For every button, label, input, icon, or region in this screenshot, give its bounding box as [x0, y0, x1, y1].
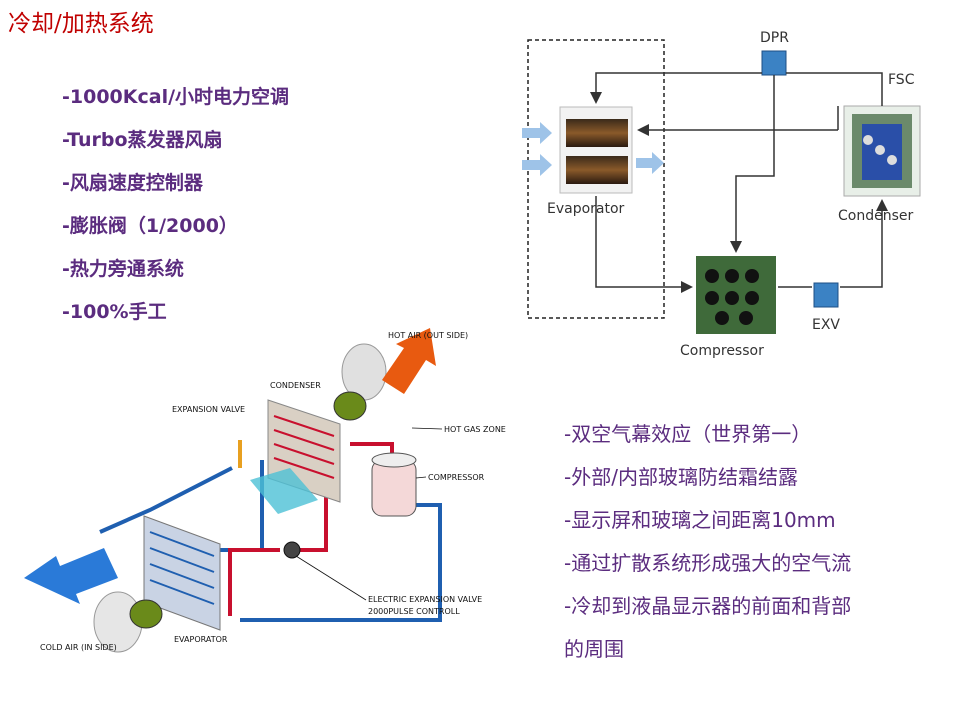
condenser-icon: [843, 105, 921, 197]
hot-air-arrow-icon: [382, 328, 436, 394]
electric-valve-text-2: 2000PULSE CONTROLL: [368, 607, 460, 616]
feature-item: -膨胀阀（1/2000）: [62, 215, 238, 237]
cold-air-label: COLD AIR (IN SIDE): [40, 643, 117, 652]
evaporator-enclosure: [527, 39, 665, 319]
feature-item: -Turbo蒸发器风扇: [62, 129, 223, 151]
exv-valve-icon: [813, 282, 839, 308]
feature-item: 的周围: [564, 637, 624, 661]
feature-item: -风扇速度控制器: [62, 172, 203, 194]
evaporator-fan-icon: [93, 591, 163, 653]
evaporator-icon: [522, 106, 664, 194]
compressor-text: COMPRESSOR: [428, 473, 485, 482]
compressor-label: Compressor: [680, 343, 764, 359]
feature-item: -100%手工: [62, 301, 167, 323]
hot-gas-zone-text: HOT GAS ZONE: [444, 425, 506, 434]
electric-expansion-valve-icon: [283, 541, 301, 559]
feature-item: -通过扩散系统形成强大的空气流: [564, 551, 852, 575]
feature-list-left: -1000Kcal/小时电力空调 -Turbo蒸发器风扇 -风扇速度控制器 -膨…: [62, 82, 289, 340]
evaporator-label: Evaporator: [547, 201, 625, 217]
feature-list-right: -双空气幕效应（世界第一） -外部/内部玻璃防结霜结露 -显示屏和玻璃之间距离1…: [564, 418, 851, 676]
callout-lines: [295, 427, 443, 601]
expansion-valve-text: EXPANSION VALVE: [172, 405, 245, 414]
compressor-icon: [696, 256, 776, 334]
refrigerant-pipes: [99, 440, 442, 622]
dpr-label: DPR: [760, 30, 789, 46]
dpr-valve-icon: [761, 50, 787, 76]
hot-air-label: HOT AIR (OUT SIDE): [388, 331, 468, 340]
cold-air-arrow-icon: [24, 548, 118, 604]
feature-item: -1000Kcal/小时电力空调: [62, 86, 290, 108]
condenser-label: Condenser: [838, 208, 913, 224]
feature-item: -显示屏和玻璃之间距离10mm: [564, 508, 836, 532]
evaporator-text: EVAPORATOR: [174, 635, 228, 644]
evaporator-coil-icon: [143, 515, 221, 631]
condenser-coil-icon: [250, 399, 341, 514]
flow-lines: [590, 72, 888, 293]
feature-item: -热力旁通系统: [62, 258, 184, 280]
exv-label: EXV: [812, 317, 840, 333]
fsc-label: FSC: [888, 72, 915, 88]
electric-valve-text-1: ELECTRIC EXPANSION VALVE: [368, 595, 482, 604]
compressor-unit-icon: [371, 452, 417, 517]
feature-item: -冷却到液晶显示器的前面和背部: [564, 594, 852, 618]
condenser-text: CONDENSER: [270, 381, 321, 390]
condenser-fan-icon: [333, 343, 387, 421]
slide-title: 冷却/加热系统: [8, 11, 154, 37]
feature-item: -双空气幕效应（世界第一）: [564, 422, 812, 446]
refrigeration-diagram: HOT AIR (OUT SIDE) CONDENSER EXPANSION V…: [24, 328, 506, 653]
feature-item: -外部/内部玻璃防结霜结露: [564, 465, 798, 489]
